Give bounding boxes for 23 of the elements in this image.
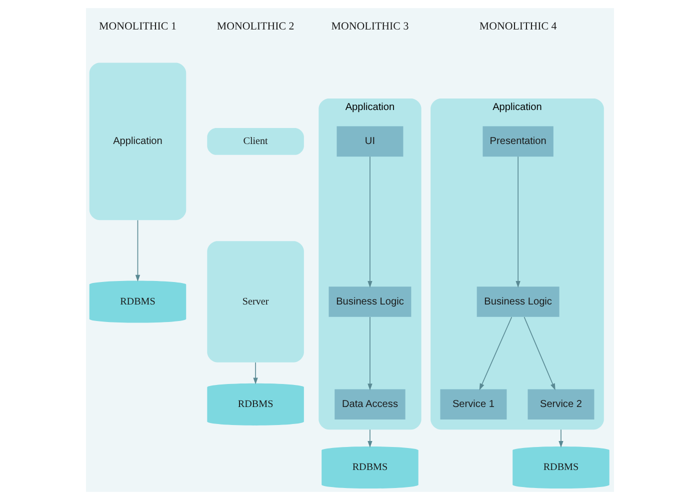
node-box: Presentation [482,126,554,157]
node-box: Data Access [334,389,406,420]
node-box: Service 1 [440,389,507,420]
arrow [479,316,512,390]
node-box: Client [207,128,304,155]
label: MONOLITHIC 2 [216,20,294,32]
node-box: Business Logic [476,286,560,317]
arrow [253,362,258,384]
label: MONOLITHIC 1 [99,20,176,32]
node-box: UI [336,126,404,157]
label: MONOLITHIC 3 [331,20,409,32]
arrow [368,316,372,390]
arrow [524,316,556,390]
arrow [516,156,520,288]
arrow [135,220,140,282]
arrow [558,429,564,448]
node-box: Application [89,62,186,220]
node-box: Server [207,241,304,362]
arrow [368,429,372,448]
arrow [368,156,372,288]
label: MONOLITHIC 4 [479,20,557,32]
node-box: Business Logic [328,286,412,317]
node-box: Service 2 [528,389,594,420]
